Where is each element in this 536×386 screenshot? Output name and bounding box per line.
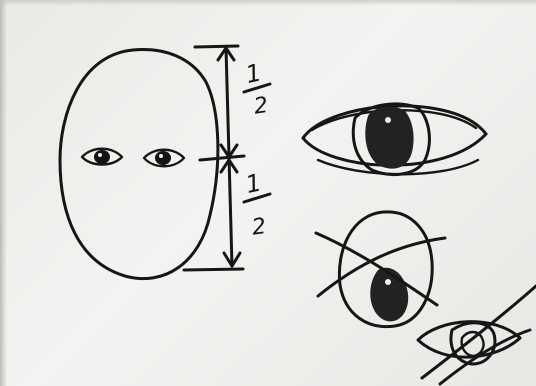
large-eye-highlight (385, 117, 391, 123)
crossed-eye-small (418, 286, 536, 384)
crossed-eye-round (316, 212, 445, 327)
large-eye-correct (303, 104, 486, 175)
large-eye-pupil (365, 107, 413, 169)
round-eye-highlight (385, 279, 391, 285)
right-eye (144, 150, 184, 167)
head-sketch (60, 50, 218, 279)
bottom-extension-line (184, 269, 243, 270)
fraction-lower-denominator: 2 (250, 214, 267, 241)
measurement-guide (184, 46, 244, 270)
fraction-upper-numerator: 1 (243, 58, 264, 89)
fraction-upper: 1 2 (243, 58, 270, 119)
fraction-lower-numerator: 1 (243, 168, 264, 199)
fraction-lower: 1 2 (243, 168, 270, 240)
fraction-upper-denominator: 2 (252, 93, 269, 120)
top-extension-line (195, 46, 238, 47)
round-eye-pupil (370, 268, 408, 322)
left-eye (82, 149, 122, 165)
head-outline (60, 50, 218, 279)
eye-line-tick (200, 156, 244, 160)
